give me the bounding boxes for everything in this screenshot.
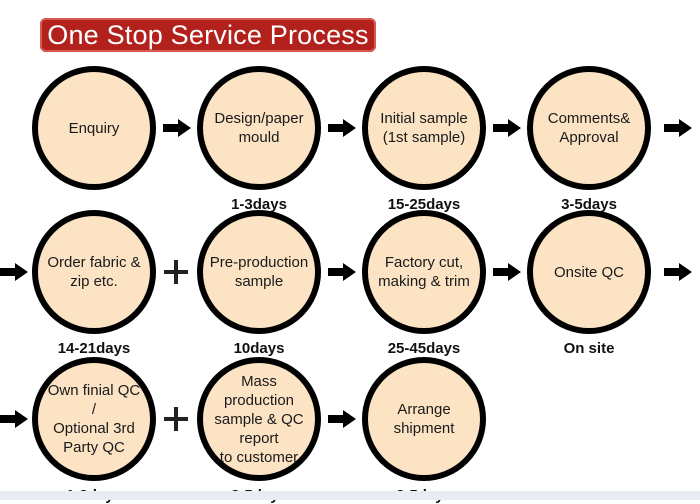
arrow-right-icon [493, 119, 521, 137]
window-bottom-strip [0, 491, 700, 500]
process-step-duration: 10days [233, 340, 285, 357]
process-step: Pre-production sample [197, 210, 321, 334]
arrow-right-icon [163, 119, 191, 137]
process-step: Own finial QC / Optional 3rd Party QC [32, 357, 156, 481]
process-step: Initial sample (1st sample) [362, 66, 486, 190]
arrow-right-icon [493, 263, 521, 281]
process-step-duration: 3-5days [561, 196, 617, 213]
process-step-duration: 14-21days [57, 340, 131, 357]
process-step: Mass production sample & QC report to cu… [197, 357, 321, 481]
plus-icon [164, 407, 188, 431]
process-step: Order fabric & zip etc. [32, 210, 156, 334]
process-step: Design/paper mould [197, 66, 321, 190]
process-step-duration: On site [563, 340, 615, 357]
process-step-duration: 25-45days [387, 340, 461, 357]
process-step-label: Pre-production sample [209, 254, 309, 290]
arrow-right-icon [328, 263, 356, 281]
arrow-right-icon [664, 119, 692, 137]
arrow-right-icon [328, 410, 356, 428]
process-step-label: Mass production sample & QC report to cu… [214, 372, 304, 466]
process-step-label: Arrange shipment [393, 401, 455, 437]
plus-icon [164, 260, 188, 284]
process-step-label: Enquiry [68, 119, 120, 137]
process-step-label: Order fabric & zip etc. [47, 254, 141, 290]
process-step-label: Comments& Approval [547, 110, 631, 146]
arrow-right-icon [0, 263, 28, 281]
process-step-label: Factory cut, making & trim [378, 254, 470, 290]
process-step-label: Design/paper mould [214, 110, 304, 146]
process-step-duration: 1-3days [231, 196, 287, 213]
arrow-right-icon [328, 119, 356, 137]
process-step: Enquiry [32, 66, 156, 190]
process-step: Comments& Approval [527, 66, 651, 190]
process-step-label: Own finial QC / Optional 3rd Party QC [47, 382, 141, 456]
process-step: Arrange shipment [362, 357, 486, 481]
process-step: Onsite QC [527, 210, 651, 334]
arrow-right-icon [664, 263, 692, 281]
process-step-label: Onsite QC [553, 263, 625, 281]
arrow-right-icon [0, 410, 28, 428]
process-step: Factory cut, making & trim [362, 210, 486, 334]
page-title: One Stop Service Process [40, 18, 376, 52]
process-step-label: Initial sample (1st sample) [380, 110, 468, 146]
process-step-duration: 15-25days [387, 196, 461, 213]
